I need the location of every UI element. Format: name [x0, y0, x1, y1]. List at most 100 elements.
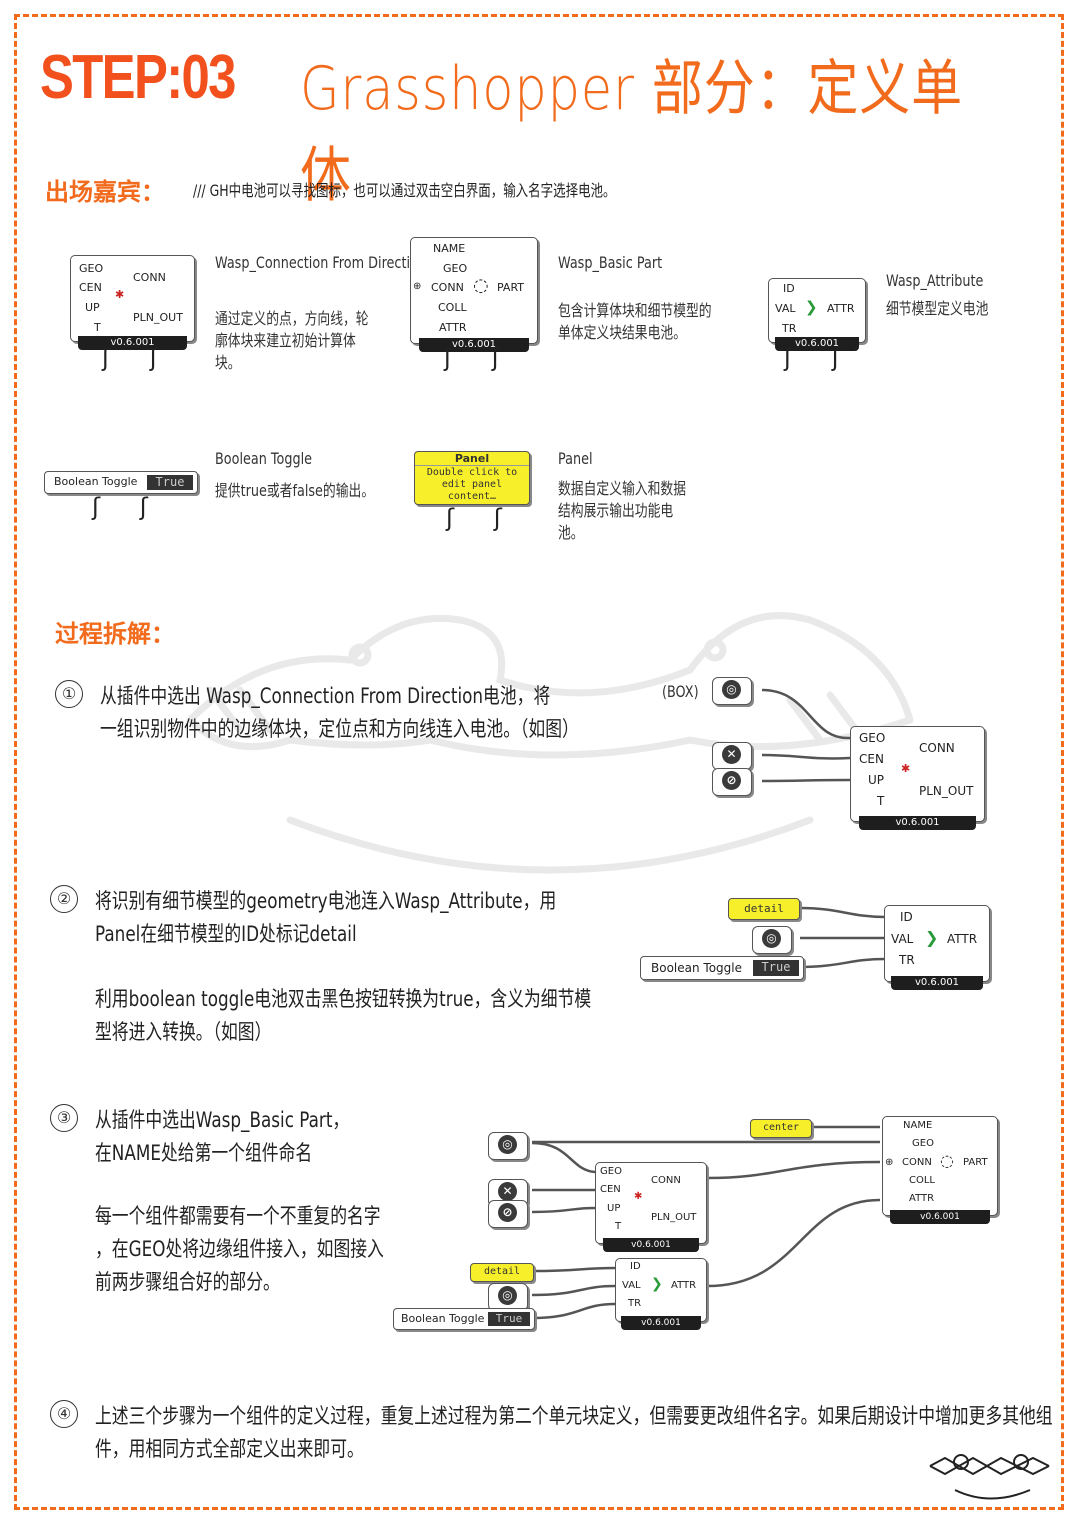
- port-attr[interactable]: ATTR: [439, 321, 467, 334]
- port-attr[interactable]: ATTR: [909, 1193, 935, 1204]
- port-pln-out[interactable]: PLN_OUT: [651, 1212, 697, 1223]
- boolean-toggle[interactable]: Boolean Toggle True: [640, 956, 804, 980]
- point-param[interactable]: ✕: [712, 742, 752, 770]
- step-1-line: 从插件中选出 Wasp_Connection From Direction电池，…: [100, 684, 551, 708]
- geometry-param[interactable]: ◎: [752, 926, 792, 954]
- port-id[interactable]: ID: [900, 910, 913, 924]
- geometry-param[interactable]: ◎: [488, 1283, 528, 1311]
- port-id[interactable]: ID: [783, 282, 795, 295]
- port-conn[interactable]: CONN: [651, 1175, 681, 1186]
- port-part[interactable]: PART: [963, 1157, 988, 1168]
- step-3-line: 从插件中选出Wasp_Basic Part，: [95, 1108, 350, 1132]
- cast-item-desc: 包含计算体块和细节模型的单体定义块结果电池。: [558, 301, 712, 342]
- connection-from-direction-component[interactable]: GEO CEN UP T CONN PLN_OUT ✱ v0.6.001: [850, 726, 985, 830]
- port-tr[interactable]: TR: [899, 953, 915, 967]
- port-t[interactable]: T: [94, 321, 101, 334]
- boolean-toggle[interactable]: Boolean Toggle True: [393, 1308, 535, 1330]
- port-cen[interactable]: CEN: [600, 1184, 621, 1195]
- port-tr[interactable]: TR: [782, 322, 797, 335]
- port-pln-out[interactable]: PLN_OUT: [919, 784, 974, 798]
- geometry-icon: ◎: [498, 1135, 517, 1154]
- port-geo[interactable]: GEO: [443, 262, 468, 275]
- port-conn[interactable]: CONN: [919, 741, 955, 755]
- watermark-doodle: [186, 612, 914, 874]
- step-2-wires: [800, 906, 886, 969]
- port-up[interactable]: UP: [85, 301, 100, 314]
- connection-from-direction-component[interactable]: GEO CEN UP T CONN PLN_OUT ✱ v0.6.001: [595, 1162, 707, 1252]
- port-conn[interactable]: CONN: [133, 271, 166, 284]
- dropdown-icon[interactable]: ⊕: [885, 1157, 894, 1168]
- toggle-label: Boolean Toggle: [651, 961, 742, 975]
- port-val[interactable]: VAL: [775, 302, 796, 315]
- attribute-component[interactable]: ID VAL TR ATTR ❯ v0.6.001: [768, 278, 866, 351]
- geometry-icon: ◎: [762, 929, 781, 948]
- port-t[interactable]: T: [615, 1221, 622, 1232]
- port-geo[interactable]: GEO: [912, 1138, 934, 1149]
- port-cen[interactable]: CEN: [859, 752, 884, 766]
- port-cen[interactable]: CEN: [79, 281, 102, 294]
- boolean-toggle[interactable]: Boolean Toggle True: [44, 471, 198, 494]
- panel-content[interactable]: Double click to edit panel content…: [426, 467, 518, 502]
- component-version: v0.6.001: [602, 1238, 700, 1252]
- step-2-line: 利用boolean toggle电池双击黑色按钮转换为true，含义为细节模: [95, 987, 592, 1011]
- toggle-value-button[interactable]: True: [753, 960, 799, 976]
- port-val[interactable]: VAL: [622, 1280, 641, 1291]
- port-geo[interactable]: GEO: [859, 731, 886, 745]
- detail-panel[interactable]: detail: [728, 898, 800, 920]
- point-icon: ✕: [722, 745, 741, 764]
- dropdown-icon[interactable]: ⊕: [413, 281, 422, 292]
- port-attr[interactable]: ATTR: [671, 1280, 697, 1291]
- step-3-wires: [531, 1125, 881, 1320]
- port-conn[interactable]: CONN: [431, 281, 464, 294]
- attribute-component[interactable]: ID VAL TR ATTR ❯ v0.6.001: [884, 905, 990, 990]
- port-pln-out[interactable]: PLN_OUT: [133, 311, 183, 324]
- wire-squiggle: ʃ ʃ: [92, 493, 164, 521]
- port-coll[interactable]: COLL: [438, 301, 467, 314]
- cast-item-name: Wasp_Attribute: [886, 271, 984, 290]
- port-tr[interactable]: TR: [628, 1298, 642, 1309]
- port-geo[interactable]: GEO: [600, 1166, 622, 1177]
- wire-squiggle: ʃ ʃ: [102, 344, 174, 372]
- step-1-wires: [761, 688, 851, 783]
- port-t[interactable]: T: [877, 794, 885, 808]
- curve-param[interactable]: ⊘: [712, 768, 752, 796]
- port-up[interactable]: UP: [868, 773, 885, 787]
- step-label: STEP:03: [40, 43, 236, 112]
- port-id[interactable]: ID: [630, 1261, 641, 1272]
- port-conn[interactable]: CONN: [902, 1157, 932, 1168]
- attribute-component[interactable]: ID VAL TR ATTR ❯ v0.6.001: [615, 1258, 707, 1330]
- basic-part-component[interactable]: NAME GEO CONN COLL ATTR PART ◌ ⊕ v0.6.00…: [882, 1116, 998, 1224]
- page-title: Grasshopper 部分：定义单体: [300, 54, 964, 211]
- port-coll[interactable]: COLL: [909, 1175, 935, 1186]
- geometry-param[interactable]: ◎: [712, 677, 752, 705]
- cast-item-name: Wasp_Connection From Direction: [215, 253, 426, 272]
- curve-icon: ⊘: [722, 771, 741, 790]
- wire-squiggle: ʃ ʃ: [784, 344, 856, 372]
- detail-panel[interactable]: detail: [470, 1263, 534, 1282]
- wire-squiggle: ʃ ʃ: [446, 504, 518, 532]
- port-attr[interactable]: ATTR: [827, 302, 855, 315]
- toggle-value-button[interactable]: True: [488, 1312, 530, 1326]
- geometry-param[interactable]: ◎: [488, 1132, 528, 1160]
- port-name[interactable]: NAME: [903, 1120, 933, 1131]
- port-name[interactable]: NAME: [433, 242, 466, 255]
- port-geo[interactable]: GEO: [79, 262, 104, 275]
- cast-item-name: Boolean Toggle: [215, 449, 313, 468]
- toggle-value-button[interactable]: True: [147, 475, 193, 490]
- center-panel[interactable]: center: [750, 1119, 812, 1138]
- step-number: ②: [50, 885, 78, 913]
- attribute-icon: ❯: [805, 298, 818, 316]
- port-part[interactable]: PART: [497, 281, 525, 294]
- port-val[interactable]: VAL: [891, 932, 914, 946]
- connection-icon: ✱: [901, 762, 911, 775]
- cast-note: /// GH中电池可以寻找图标，也可以通过双击空白界面，输入名字选择电池。: [193, 181, 616, 200]
- connection-from-direction-component[interactable]: GEO CEN UP T CONN PLN_OUT ✱ v0.6.001: [70, 255, 195, 350]
- step-1-line: 一组识别物件中的边缘体块，定位点和方向线连入电池。（如图）: [100, 717, 579, 741]
- port-up[interactable]: UP: [607, 1203, 621, 1214]
- panel-title: Panel: [415, 452, 529, 466]
- panel-component[interactable]: Panel Double click to edit panel content…: [414, 451, 530, 505]
- curve-param[interactable]: ⊘: [488, 1200, 528, 1228]
- basic-part-component[interactable]: NAME GEO CONN COLL ATTR PART ◌ ⊕ v0.6.00…: [410, 237, 538, 352]
- port-attr[interactable]: ATTR: [947, 932, 978, 946]
- component-version: v0.6.001: [858, 816, 977, 830]
